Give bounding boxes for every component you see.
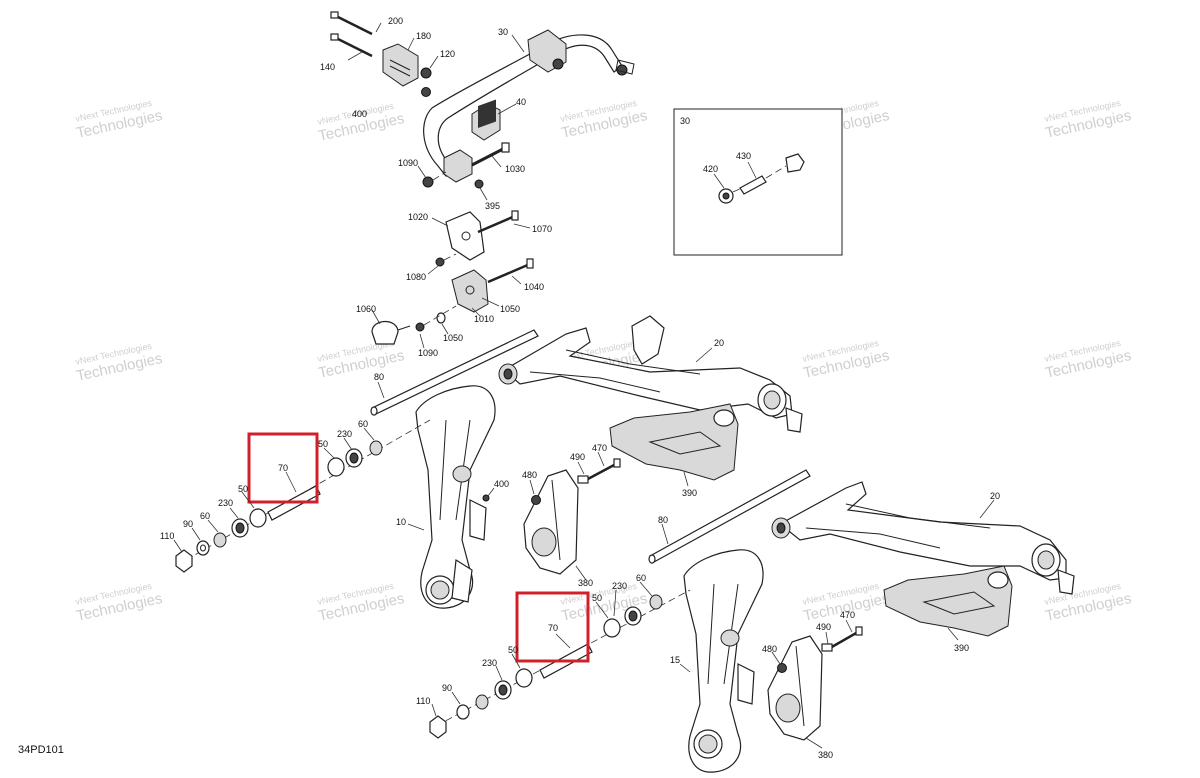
callout-label: 1090: [398, 158, 418, 168]
hardware-stack-bottom: [429, 589, 691, 739]
inset-label-420: 420: [703, 164, 718, 174]
callout-label: 60: [636, 573, 646, 583]
nut-110: [175, 549, 193, 573]
callout-label: 1050: [443, 333, 463, 343]
link-bracket-assembly: [371, 210, 534, 345]
callout-label: 1040: [524, 282, 544, 292]
callout-label: 480: [522, 470, 537, 480]
callout-label: 390: [954, 643, 969, 653]
callout-label: 480: [762, 644, 777, 654]
diagram-reference-code: 34PD101: [18, 744, 64, 756]
callout-label: 20: [990, 491, 1000, 501]
shaft-80-top: [370, 329, 539, 416]
callout-label: 230: [482, 658, 497, 668]
upper-a-arm-20-bottom: [771, 481, 1075, 595]
callout-label: 70: [548, 623, 558, 633]
knuckle-380-top: [523, 469, 579, 575]
callout-label: 200: [388, 16, 403, 26]
callout-label: 380: [818, 750, 833, 760]
callout-label: 1080: [406, 272, 426, 282]
shaft-80-bottom: [648, 469, 811, 564]
callout-label: 110: [416, 696, 430, 706]
callout-label: 395: [485, 201, 500, 211]
highlight-box-70-top: [247, 432, 319, 504]
callout-label: 1010: [474, 314, 494, 324]
callout-label: 80: [374, 372, 384, 382]
callout-label: 50: [318, 439, 328, 449]
callout-label: 60: [200, 511, 210, 521]
callout-label: 180: [416, 31, 431, 41]
callout-label: 1060: [356, 304, 376, 314]
upper-a-arm-20-top: [498, 315, 803, 433]
bracket-1020: [445, 211, 485, 261]
shield-390-bottom: [883, 565, 1013, 637]
leader-lines: [173, 22, 995, 749]
bolt-1040: [487, 258, 534, 284]
callout-label: 40: [516, 97, 526, 107]
bolt-200: [330, 11, 373, 36]
callout-label: 120: [440, 49, 455, 59]
callout-label: 90: [183, 519, 193, 529]
callout-label: 1050: [500, 304, 520, 314]
washer-1050: [436, 312, 446, 324]
trailing-arm-15: [683, 549, 764, 773]
callout-label: 400: [352, 109, 367, 119]
callout-label: 30: [498, 27, 508, 37]
callout-label: 80: [658, 515, 668, 525]
callout-label: 110: [160, 531, 174, 541]
callout-label: 1020: [408, 212, 428, 222]
callout-label: 50: [592, 593, 602, 603]
shield-390-top: [609, 403, 739, 481]
clip-1060: [371, 320, 399, 345]
callout-label: 15: [670, 655, 680, 665]
callout-label: 1030: [505, 164, 525, 174]
callout-label: 1090: [418, 348, 438, 358]
callout-label: 400: [494, 479, 509, 489]
callout-label: 1070: [532, 224, 552, 234]
callout-label: 490: [570, 452, 585, 462]
nut-120: [420, 67, 432, 79]
bolt-470-top: [531, 458, 621, 505]
trailing-arm-10: [415, 385, 496, 609]
bolt-140: [330, 33, 373, 58]
bracket-1010: [451, 269, 489, 313]
callout-label: 70: [278, 463, 288, 473]
callout-label: 140: [320, 62, 335, 72]
callout-label: 390: [682, 488, 697, 498]
callout-label: 380: [578, 578, 593, 588]
inset-title: 30: [680, 116, 690, 126]
nut-1080: [435, 257, 445, 267]
callout-label: 230: [337, 429, 352, 439]
callout-label: 490: [816, 622, 831, 632]
bolt-1070: [477, 210, 519, 234]
bolt-1030: [469, 142, 510, 168]
callout-label: 230: [612, 581, 627, 591]
callout-label: 50: [238, 484, 248, 494]
inset-detail-30: 30 420 430: [673, 108, 843, 256]
sleeve-430: [739, 175, 767, 195]
callout-label: 230: [218, 498, 233, 508]
highlight-box-70-bottom: [515, 591, 590, 663]
callout-label: 10: [396, 517, 406, 527]
hardware-stack-top: [175, 419, 431, 573]
inset-label-430: 430: [736, 151, 751, 161]
callout-label: 90: [442, 683, 452, 693]
knuckle-380-bottom: [767, 635, 823, 741]
stabilizer-bar-assembly: [330, 11, 635, 189]
callout-label: 470: [840, 610, 855, 620]
callout-labels: 200 180 120 140 30 400 40 1090 1030 395 …: [160, 16, 1000, 760]
callout-label: 20: [714, 338, 724, 348]
callout-label: 470: [592, 443, 607, 453]
callout-label: 60: [358, 419, 368, 429]
bolt-470-bottom: [777, 626, 863, 673]
callout-label: 50: [508, 645, 518, 655]
